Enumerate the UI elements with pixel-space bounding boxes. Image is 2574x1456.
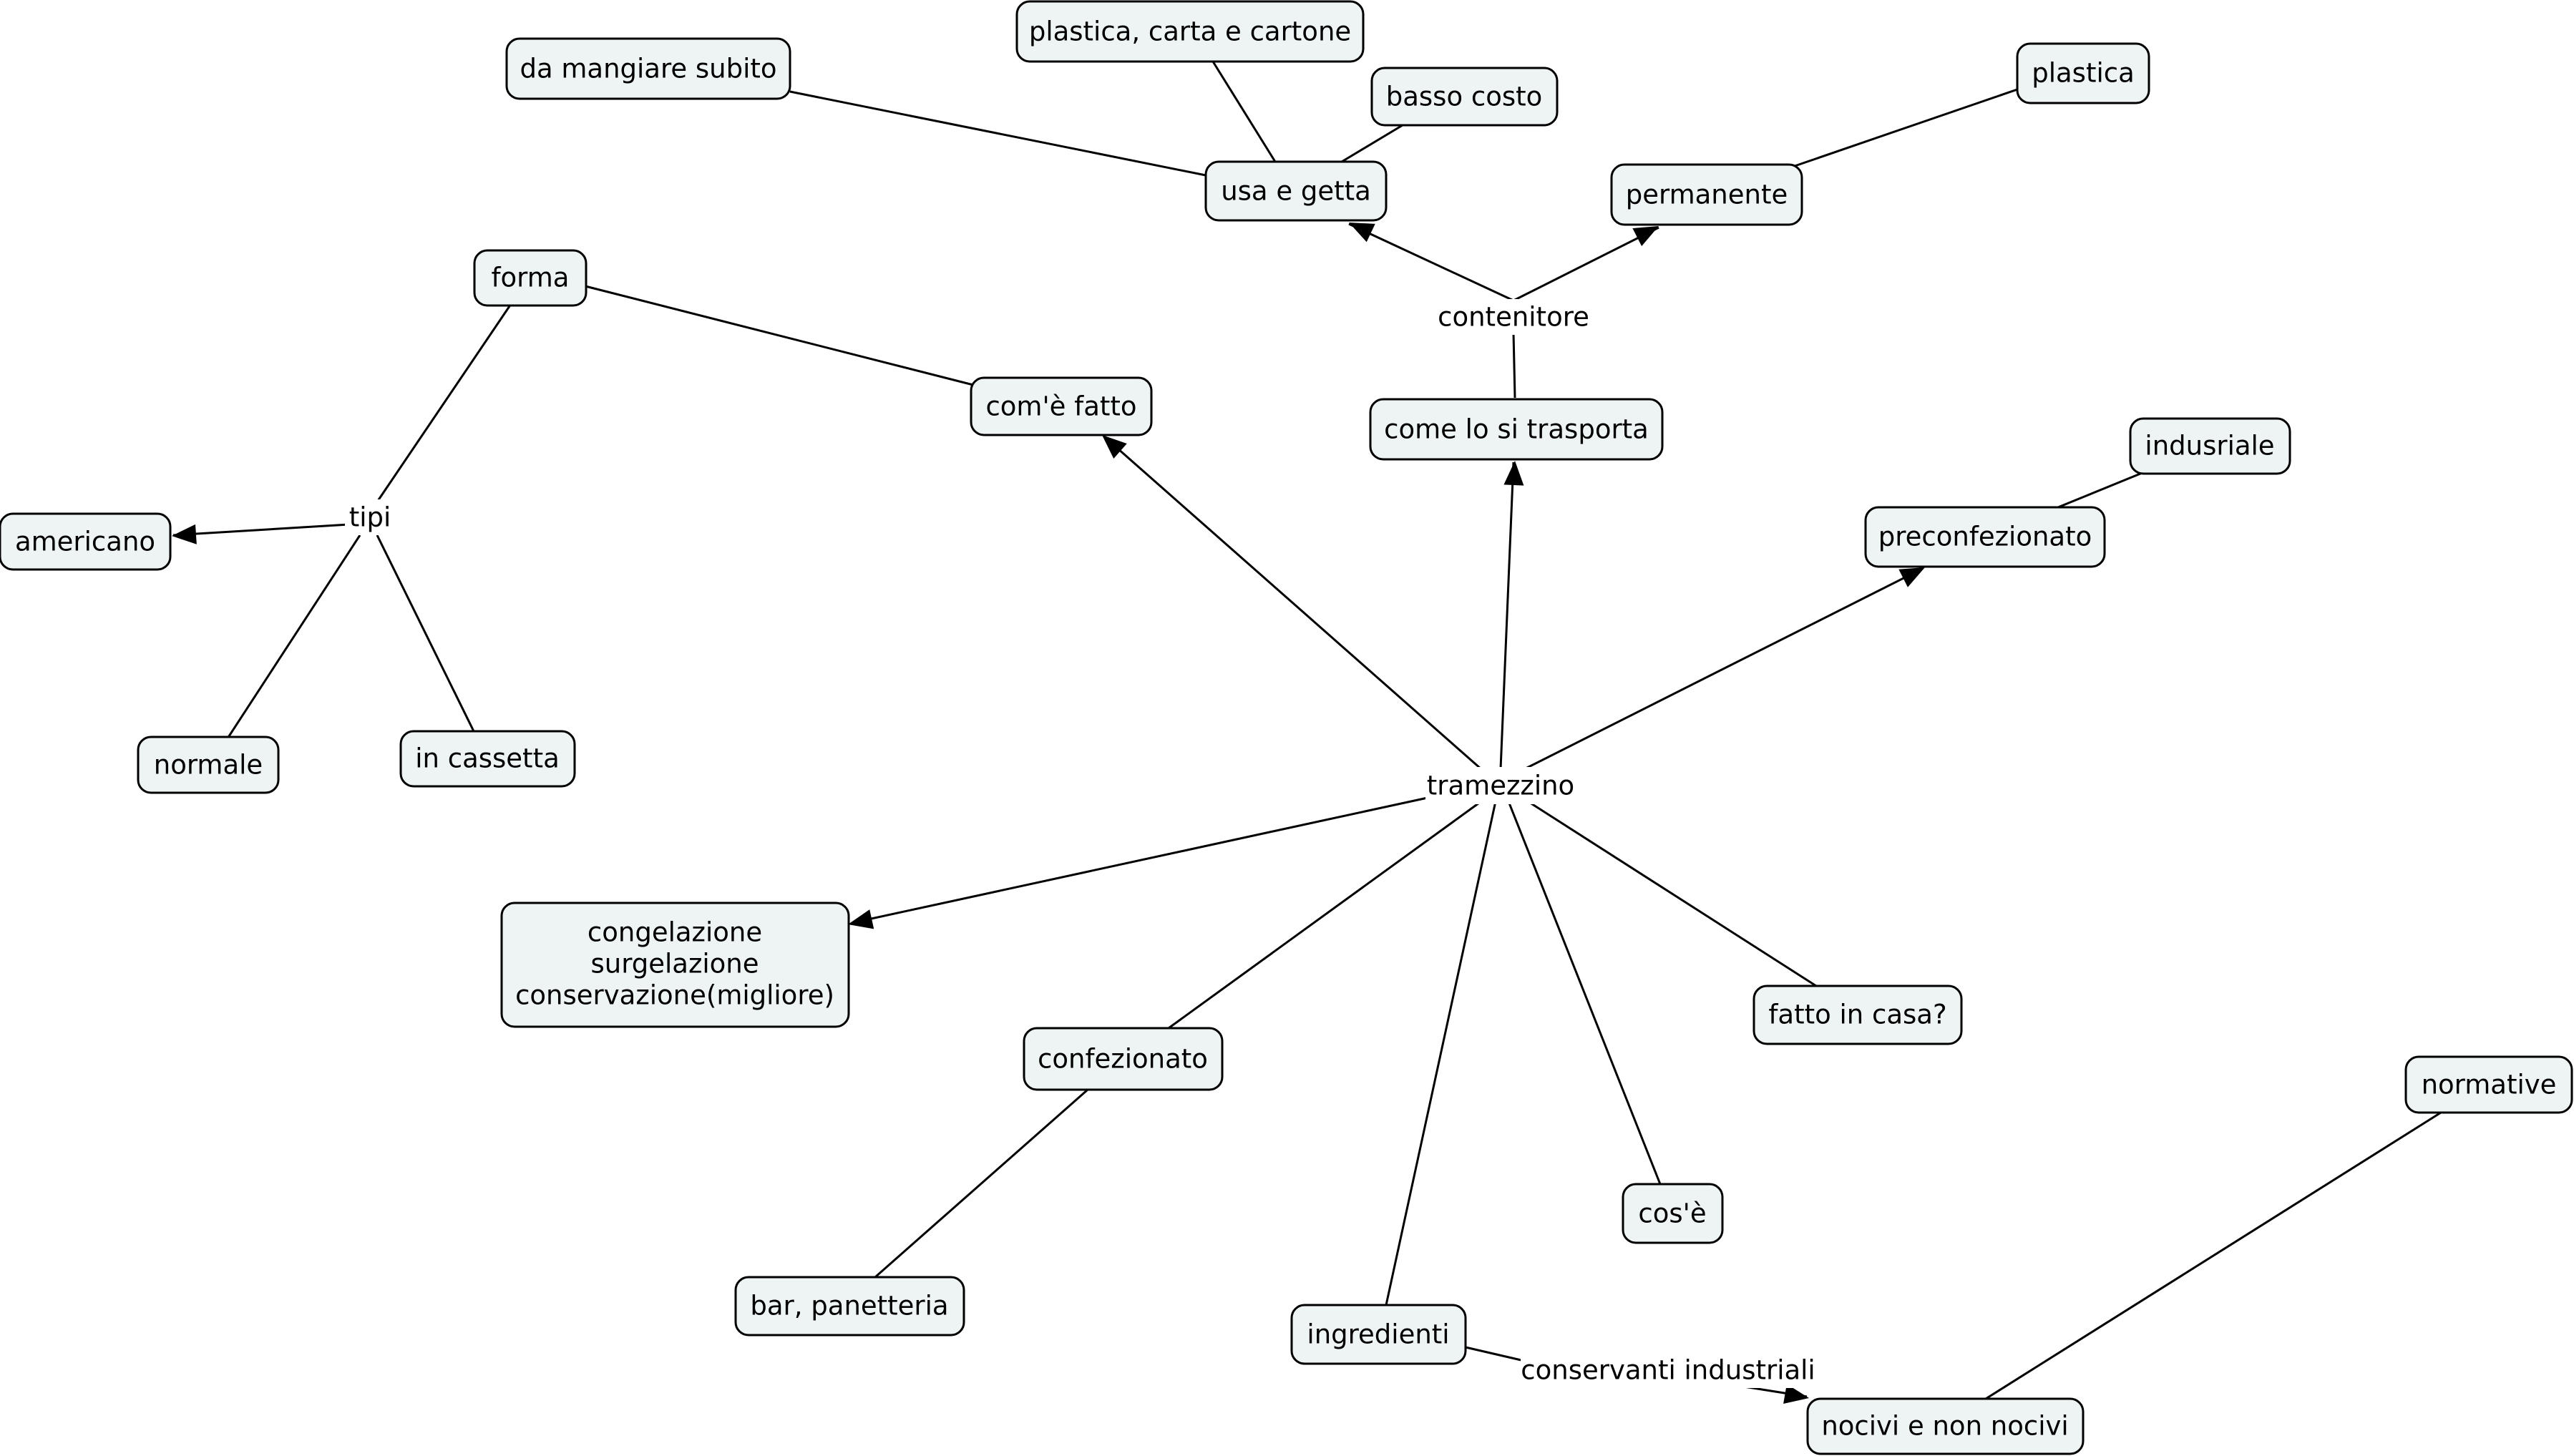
concept-label: plastica, carta e cartone bbox=[1029, 16, 1351, 47]
link-label-tipi: tipi bbox=[345, 499, 395, 535]
concept-plastica-carta-cartone[interactable]: plastica, carta e cartone bbox=[1015, 0, 1365, 63]
line-tipi-americano bbox=[172, 523, 350, 537]
line-forma-tipi bbox=[376, 303, 512, 502]
line-confezionato-bar bbox=[874, 1088, 1088, 1279]
line-nocivi-normative bbox=[1985, 1111, 2442, 1400]
concept-americano[interactable]: americano bbox=[0, 512, 172, 571]
line-permanente-plastica bbox=[1794, 87, 2020, 167]
concept-indusriale[interactable]: indusriale bbox=[2129, 417, 2291, 475]
link-label-tramezzino: tramezzino bbox=[1425, 767, 1576, 804]
concept-label: americano bbox=[15, 527, 155, 557]
concept-normale[interactable]: normale bbox=[137, 736, 280, 794]
concept-confezionato[interactable]: confezionato bbox=[1023, 1027, 1224, 1091]
line-forma-come-fatto bbox=[585, 285, 974, 386]
line-contenitore-come-trasporta bbox=[1512, 332, 1516, 399]
line-tramezzino-confezionato bbox=[1168, 800, 1482, 1030]
line-contenitore-permanente bbox=[1513, 226, 1659, 302]
concept-label: basso costo bbox=[1386, 82, 1543, 112]
line-tramezzino-come-trasporta bbox=[1499, 461, 1515, 770]
line-tramezzino-come-fatto bbox=[1105, 436, 1482, 771]
line-tramezzino-fatto-casa bbox=[1527, 800, 1817, 987]
concept-permanente[interactable]: permanente bbox=[1610, 163, 1803, 226]
concept-label: nocivi e non nocivi bbox=[1821, 1411, 2068, 1442]
concept-da-mangiare-subito[interactable]: da mangiare subito bbox=[505, 37, 791, 100]
line-usa-getta-plastica-carta bbox=[1212, 61, 1277, 162]
concept-label: fatto in casa? bbox=[1768, 1000, 1946, 1030]
line-tipi-normale bbox=[226, 534, 361, 739]
concept-label: ingredienti bbox=[1307, 1319, 1449, 1350]
concept-preconfezionato[interactable]: preconfezionato bbox=[1864, 506, 2106, 568]
concept-come-lo-si-trasporta[interactable]: come lo si trasporta bbox=[1369, 398, 1664, 461]
arrowhead-nocivi bbox=[1783, 1384, 1809, 1404]
concept-label: plastica bbox=[2032, 58, 2135, 89]
concept-usa-e-getta[interactable]: usa e getta bbox=[1204, 160, 1388, 222]
concept-label-line-3: conservazione(migliore) bbox=[515, 980, 834, 1011]
line-tramezzino-cos-e bbox=[1507, 801, 1662, 1185]
arrowhead-come-trasporta bbox=[1503, 461, 1524, 486]
line-tipi-in-cassetta bbox=[376, 534, 475, 732]
concept-come-fatto[interactable]: com'è fatto bbox=[970, 376, 1153, 436]
line-tramezzino-congelazione bbox=[851, 796, 1428, 924]
concept-normative[interactable]: normative bbox=[2404, 1055, 2573, 1114]
arrowhead-usa-getta bbox=[1349, 223, 1375, 243]
arrowhead-preconfezionato bbox=[1898, 567, 1925, 587]
concept-nocivi-e-non-nocivi[interactable]: nocivi e non nocivi bbox=[1806, 1397, 2085, 1455]
concept-label: bar, panetteria bbox=[750, 1291, 948, 1321]
link-label-conservanti: conservanti industriali bbox=[1521, 1352, 1818, 1388]
line-usa-getta-basso-costo bbox=[1341, 124, 1403, 163]
concept-label: com'è fatto bbox=[985, 391, 1136, 422]
concept-congelazione[interactable]: congelazione surgelazione conservazione(… bbox=[500, 902, 850, 1028]
link-label-text: contenitore bbox=[1438, 302, 1589, 333]
concept-cos-e[interactable]: cos'è bbox=[1622, 1183, 1724, 1244]
line-tramezzino-ingredienti bbox=[1385, 801, 1497, 1306]
concept-label: come lo si trasporta bbox=[1384, 414, 1649, 445]
concept-label: indusriale bbox=[2145, 431, 2274, 461]
line-ingredienti-conservanti bbox=[1465, 1346, 1525, 1362]
concept-label: da mangiare subito bbox=[520, 54, 776, 84]
concept-label: cos'è bbox=[1638, 1198, 1706, 1229]
line-usa-getta-da-mangiare bbox=[789, 90, 1206, 177]
concept-fatto-in-casa[interactable]: fatto in casa? bbox=[1752, 984, 1963, 1045]
concept-basso-costo[interactable]: basso costo bbox=[1370, 67, 1559, 127]
concept-label: in cassetta bbox=[415, 743, 560, 774]
concept-label: usa e getta bbox=[1221, 176, 1371, 207]
concept-label-line-2: surgelazione bbox=[590, 949, 759, 979]
link-label-contenitore: contenitore bbox=[1428, 299, 1599, 335]
concept-label: preconfezionato bbox=[1878, 522, 2092, 552]
link-label-text: tramezzino bbox=[1427, 771, 1574, 801]
arrowheads bbox=[172, 223, 1925, 1404]
arrowhead-permanente bbox=[1632, 226, 1659, 246]
connections bbox=[172, 61, 2442, 1400]
line-preconfezionato-indusriale bbox=[2057, 471, 2145, 509]
concept-label: permanente bbox=[1626, 180, 1788, 210]
concept-label: normale bbox=[154, 750, 263, 781]
concept-forma[interactable]: forma bbox=[473, 249, 588, 307]
concept-label-line-1: congelazione bbox=[588, 917, 762, 948]
link-label-text: conservanti industriali bbox=[1521, 1355, 1815, 1386]
arrowhead-congelazione bbox=[848, 909, 874, 929]
concept-label: normative bbox=[2422, 1070, 2557, 1100]
line-tramezzino-preconfezionato bbox=[1524, 567, 1923, 771]
arrowhead-americano bbox=[172, 524, 197, 544]
arrowhead-come-fatto bbox=[1102, 435, 1127, 459]
link-label-text: tipi bbox=[349, 502, 391, 533]
concept-plastica[interactable]: plastica bbox=[2016, 42, 2150, 104]
line-contenitore-usa-getta bbox=[1348, 223, 1514, 302]
concept-bar-panetteria[interactable]: bar, panetteria bbox=[734, 1276, 965, 1337]
concept-ingredienti[interactable]: ingredienti bbox=[1290, 1304, 1467, 1365]
concept-in-cassetta[interactable]: in cassetta bbox=[399, 730, 576, 788]
concept-label: forma bbox=[492, 263, 570, 293]
concept-label: confezionato bbox=[1038, 1044, 1208, 1075]
